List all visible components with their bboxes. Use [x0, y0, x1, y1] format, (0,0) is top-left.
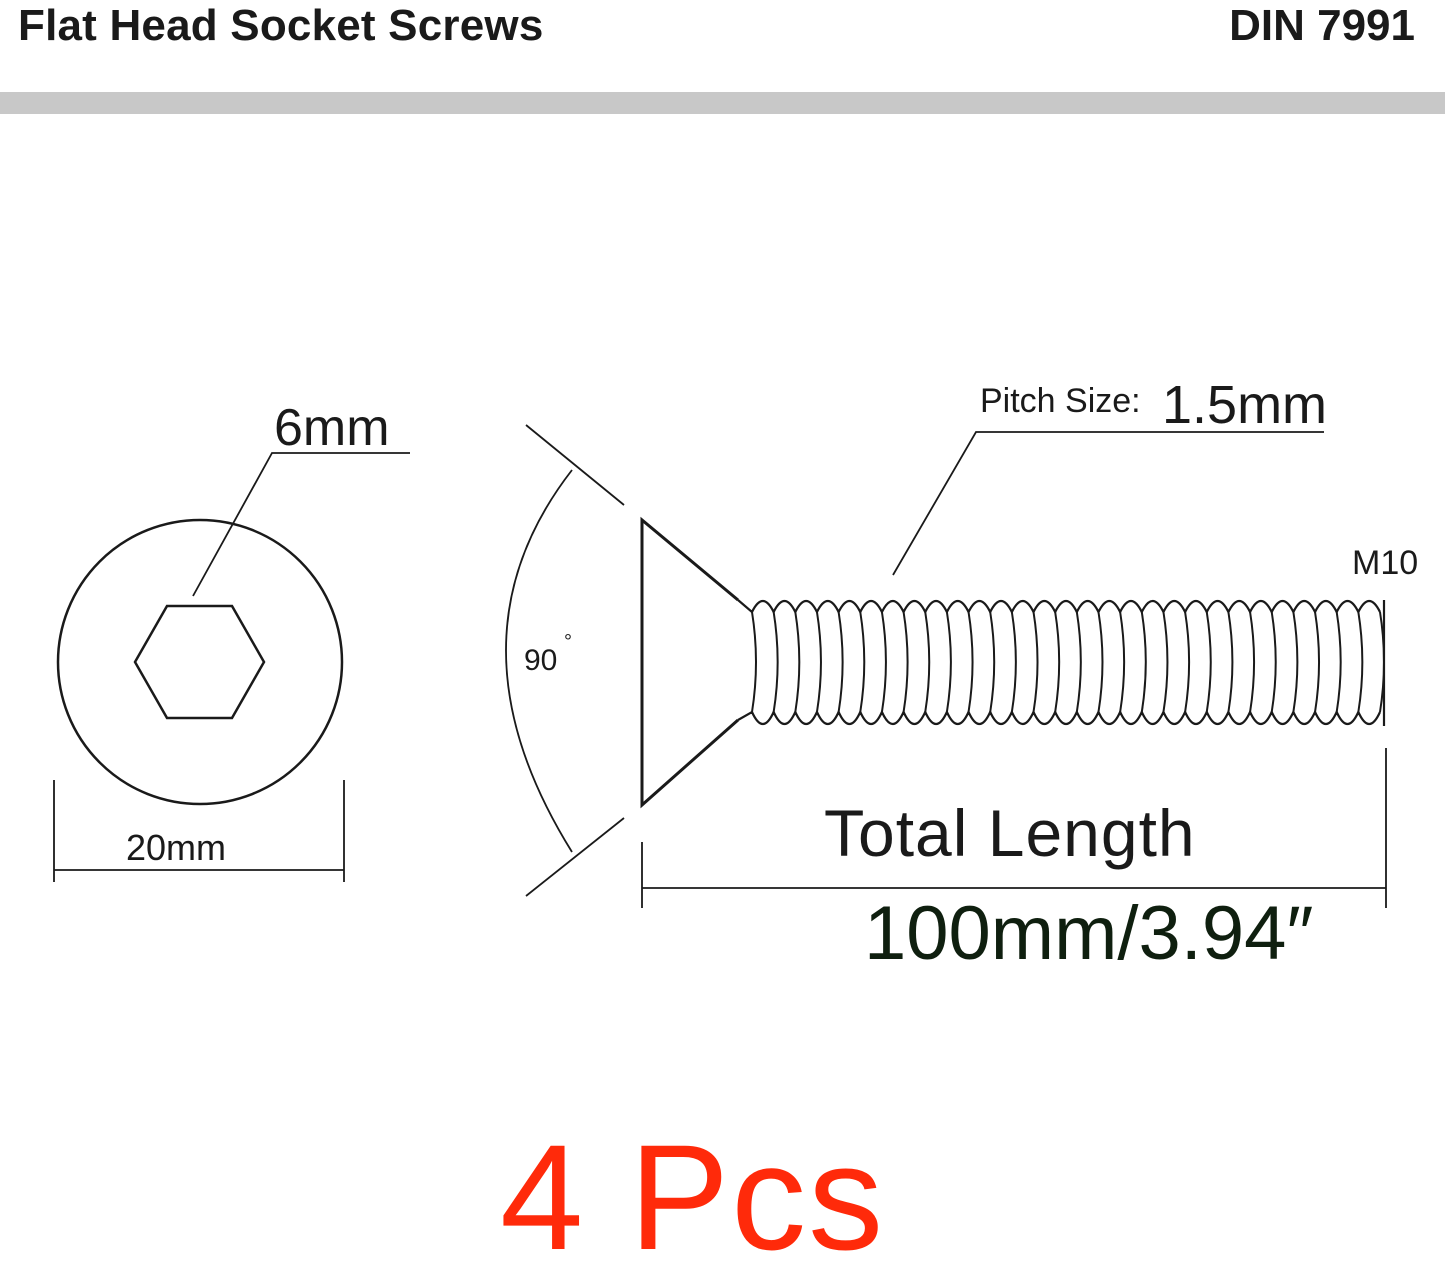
thread-line: [1140, 611, 1147, 713]
screw-head-profile: [640, 516, 739, 809]
thread-line: [1227, 611, 1234, 713]
head-top-view-circle: [56, 518, 344, 806]
product-title: Flat Head Socket Screws: [18, 1, 544, 50]
thread-line: [1314, 611, 1320, 713]
head-angle-label: 90: [524, 644, 558, 677]
thread-line: [837, 611, 844, 713]
angle-line-bottom: [525, 817, 625, 897]
hex-socket-size-label: 6mm: [274, 399, 390, 457]
total-length-value: 100mm/3.94″: [864, 891, 1314, 976]
thread-line: [1357, 611, 1364, 713]
thread-line: [945, 611, 952, 713]
thread-line: [1335, 611, 1342, 713]
angle-line-top: [525, 424, 625, 506]
thread-line: [794, 611, 801, 713]
thread-top-edge: [737, 599, 1381, 615]
pitch-size-label: Pitch Size:: [980, 382, 1141, 420]
thread-line: [1205, 611, 1212, 713]
hex-leader-line: [192, 452, 410, 597]
thread-line: [772, 611, 779, 713]
thread-size-label: M10: [1352, 544, 1419, 582]
thread-line: [924, 611, 931, 713]
header-divider: [0, 92, 1445, 114]
thread-bottom-edge: [737, 709, 1382, 726]
degree-symbol: °: [564, 631, 572, 653]
hex-socket-shape: [133, 604, 266, 720]
thread-line: [1032, 611, 1039, 713]
thread-line: [1162, 611, 1169, 713]
thread-line: [815, 611, 822, 713]
thread-line: [967, 611, 974, 713]
thread-line: [880, 611, 887, 713]
thread-line: [989, 611, 996, 713]
thread-line: [1054, 611, 1061, 713]
thread-line: [902, 611, 909, 713]
thread-line: [751, 611, 757, 713]
thread-line: [1270, 611, 1277, 713]
pitch-size-value: 1.5mm: [1162, 375, 1328, 435]
thread-line: [1292, 611, 1299, 713]
thread-line: [1249, 611, 1256, 713]
thread-line: [1097, 611, 1104, 713]
thread-line: [1010, 611, 1017, 713]
head-diameter-label: 20mm: [126, 827, 227, 868]
quantity-label: 4 Pcs: [500, 1113, 886, 1281]
thread-line: [1184, 611, 1191, 713]
thread-line: [1075, 611, 1082, 713]
thread-line: [859, 611, 866, 713]
pitch-leader-line: [892, 431, 1324, 576]
total-length-label: Total Length: [824, 796, 1196, 870]
angle-arc: [505, 469, 573, 853]
standard-code: DIN 7991: [1229, 1, 1415, 50]
thread-line: [1119, 611, 1126, 713]
